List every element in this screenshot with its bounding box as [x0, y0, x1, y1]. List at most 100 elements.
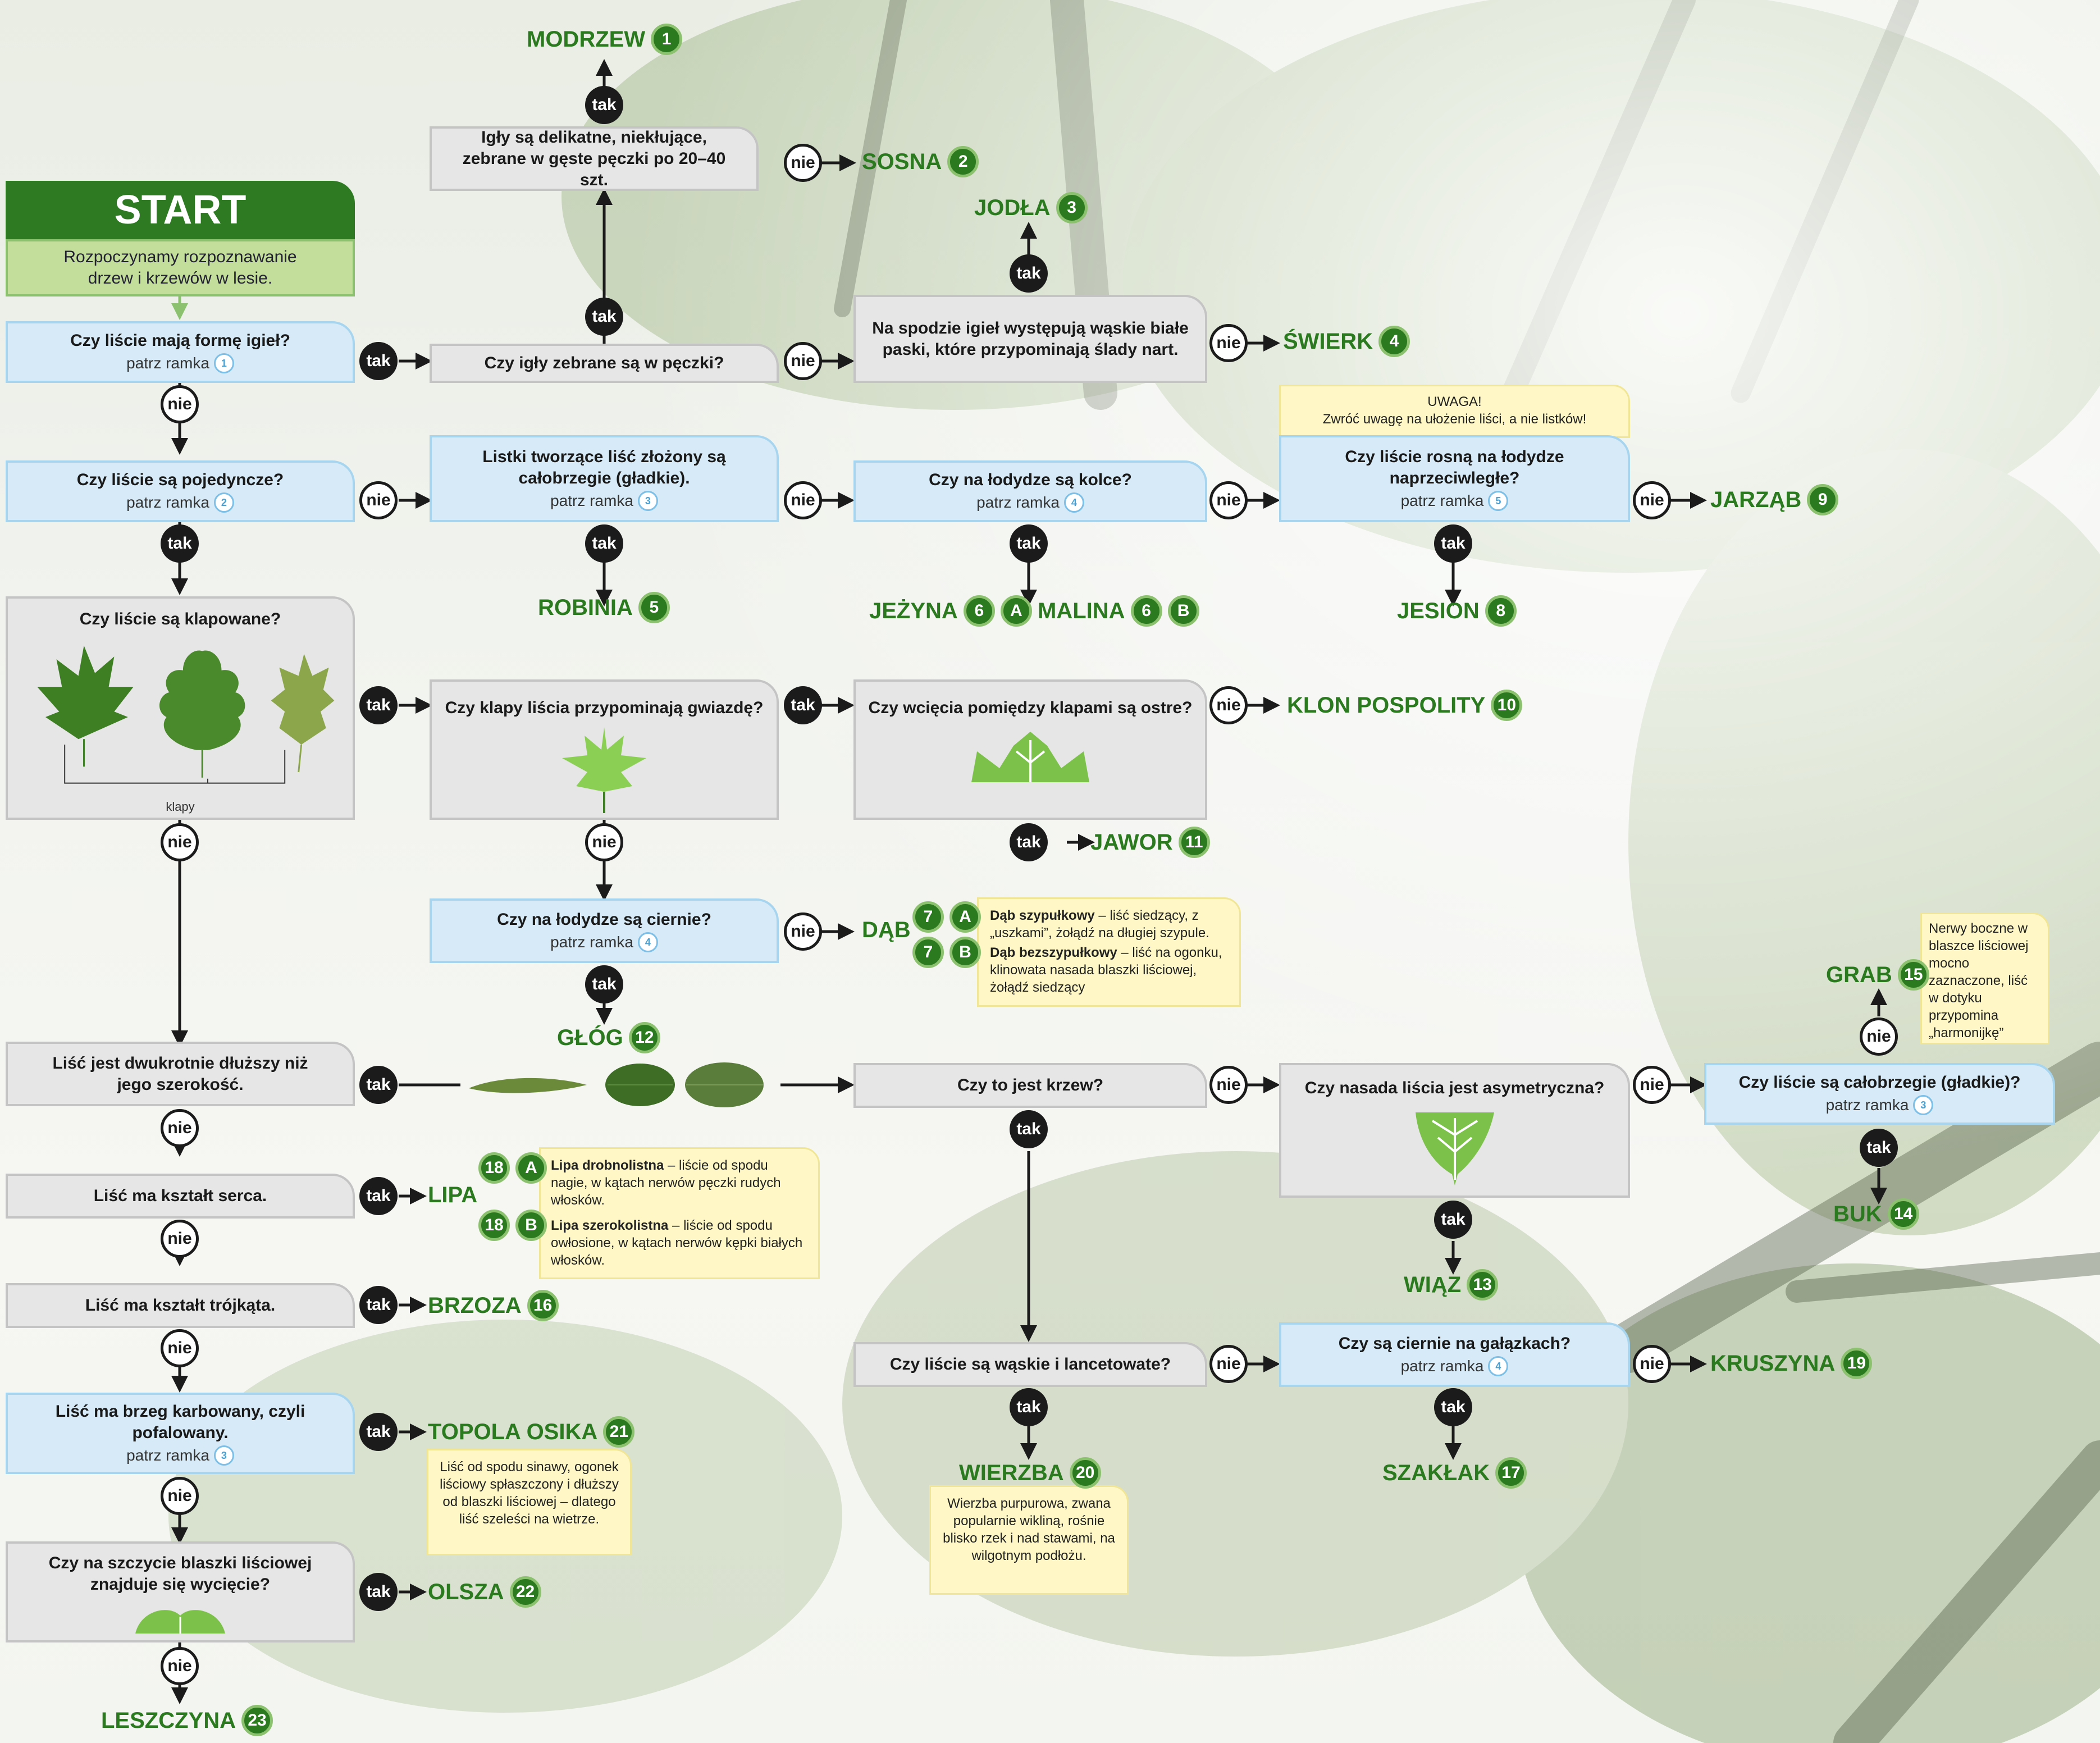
question-soft-needles: Igły są delikatne, niekłujące, zebrane w…	[430, 126, 759, 191]
oak-types-note: Dąb szypułkowy – liść siedzący, z „uszka…	[977, 897, 1241, 1007]
result-number-badge: 22	[509, 1576, 541, 1608]
elongated-leaves-illustration	[469, 1062, 764, 1107]
result-number-badge: 17	[1495, 1457, 1527, 1489]
no-pill: nie	[784, 342, 822, 380]
variant-badge: A	[515, 1152, 547, 1184]
result-dab: DĄB	[862, 918, 911, 942]
question-needle-clusters: Czy igły zebrane są w pęczki?	[430, 344, 779, 383]
result-number-badge: 2	[947, 146, 979, 177]
willow-note: Wierzba purpurowa, zwana popularnie wikl…	[929, 1485, 1129, 1595]
variant-badge: B	[949, 937, 981, 968]
result-number-badge: 16	[527, 1290, 559, 1321]
result-number-badge: 6	[1130, 595, 1162, 627]
result-number-badge: 14	[1887, 1198, 1919, 1230]
star-leaf-illustration	[562, 727, 646, 813]
yes-pill: tak	[1010, 823, 1048, 861]
yes-pill: tak	[359, 1286, 398, 1324]
warning-note: UWAGA! Zwróć uwagę na ułożenie liści, a …	[1279, 385, 1630, 438]
question-leaf-length: Liść jest dwukrotnie dłuższy niż jego sz…	[6, 1042, 355, 1106]
no-pill: nie	[784, 481, 822, 519]
yes-pill: tak	[1860, 1129, 1898, 1167]
result-number-badge: 23	[241, 1705, 273, 1736]
start-description: Rozpoczynamy rozpoznawanie drzew i krzew…	[6, 239, 355, 296]
no-pill: nie	[585, 823, 623, 861]
question-twig-thorns: Czy są ciernie na gałązkach? patrz ramka…	[1279, 1322, 1630, 1387]
no-pill: nie	[1209, 1066, 1248, 1104]
question-shrub: Czy to jest krzew?	[853, 1063, 1207, 1108]
question-wavy-edge: Liść ma brzeg karbowany, czyli pofalowan…	[6, 1393, 355, 1474]
result-number-badge: 18	[478, 1210, 510, 1241]
result-number-badge: 4	[1378, 326, 1410, 357]
yes-pill: tak	[161, 524, 199, 563]
lobed-leaves-illustration	[37, 645, 335, 784]
question-sharp-notches: Czy wcięcia pomiędzy klapami są ostre?	[853, 679, 1207, 820]
no-pill: nie	[1209, 1345, 1248, 1383]
aspen-note: Liść od spodu sinawy, ogonek liściowy sp…	[427, 1449, 632, 1555]
variant-badge: A	[949, 901, 981, 933]
question-triangle-shape: Liść ma kształt trójkąta.	[6, 1283, 355, 1328]
no-pill: nie	[161, 1329, 199, 1367]
result-number-badge: 12	[628, 1022, 660, 1053]
question-narrow-leaves: Czy liście są wąskie i lancetowate?	[853, 1342, 1207, 1387]
yes-pill: tak	[585, 86, 623, 124]
yes-pill: tak	[1434, 1201, 1472, 1239]
no-pill: nie	[1633, 1066, 1671, 1104]
variant-badge: B	[1167, 595, 1199, 627]
no-pill: nie	[1860, 1017, 1898, 1056]
no-pill: nie	[1633, 1345, 1671, 1383]
no-pill: nie	[1209, 481, 1248, 519]
start-title: START	[6, 181, 355, 239]
asymmetric-leaf-illustration	[1415, 1112, 1494, 1185]
yes-pill: tak	[1434, 1388, 1472, 1426]
no-pill: nie	[1209, 324, 1248, 362]
question-opposite-leaves: Czy liście rosną na łodydze naprzeciwleg…	[1279, 435, 1630, 522]
result-number-badge: 18	[478, 1152, 510, 1184]
result-number-badge: 7	[912, 937, 944, 968]
no-pill: nie	[359, 481, 398, 519]
result-number-badge: 11	[1178, 827, 1210, 858]
yes-pill: tak	[359, 1573, 398, 1611]
question-smooth-edge: Czy liście są całobrzegie (gładkie)? pat…	[1704, 1063, 2055, 1125]
yes-pill: tak	[1434, 524, 1472, 563]
yes-pill: tak	[1010, 254, 1048, 293]
no-pill: nie	[161, 823, 199, 861]
result-number-badge: 10	[1491, 690, 1523, 721]
result-number-badge: 8	[1485, 595, 1517, 627]
sharp-notch-leaf-illustration	[971, 732, 1089, 782]
question-asymmetric-base: Czy nasada liścia jest asymetryczna?	[1279, 1063, 1630, 1198]
result-number-badge: 21	[603, 1416, 635, 1448]
hornbeam-note: Nerwy boczne w blaszce liściowej mocno z…	[1920, 912, 2049, 1044]
question-notched-tip: Czy na szczycie blaszki liściowej znajdu…	[6, 1541, 355, 1642]
no-pill: nie	[161, 1109, 199, 1147]
result-number-badge: 5	[638, 592, 670, 623]
result-number-badge: 19	[1841, 1348, 1873, 1379]
result-number-badge: 3	[1056, 192, 1088, 223]
result-number-badge: 7	[912, 901, 944, 933]
no-pill: nie	[161, 1477, 199, 1515]
no-pill: nie	[161, 1647, 199, 1685]
question-heart-shape: Liść ma kształt serca.	[6, 1174, 355, 1219]
no-pill: nie	[784, 912, 822, 951]
linden-types-note: Lipa drobnolistna – liście od spodu nagi…	[539, 1147, 820, 1279]
